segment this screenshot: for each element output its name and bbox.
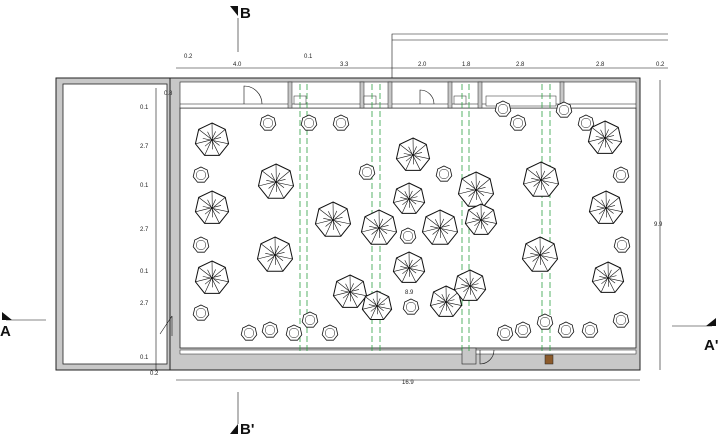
dimension-right: 9.9 [654, 80, 663, 370]
dim-left-3: 2.7 [140, 144, 149, 150]
round-table [421, 209, 459, 245]
round-table [256, 236, 294, 272]
center-label: 8.9 [405, 290, 414, 296]
round-table [194, 190, 230, 224]
stool [555, 101, 573, 118]
round-table [588, 190, 624, 224]
dim-left-6: 0.1 [140, 269, 149, 275]
stool [261, 321, 279, 338]
stool [240, 324, 258, 341]
dim-left-4: 0.1 [140, 183, 149, 189]
stool [192, 166, 210, 183]
dim-left-1: 0.8 [164, 91, 173, 97]
dim-left-5: 2.7 [140, 227, 149, 233]
dim-left-8: 0.1 [140, 355, 149, 361]
dimension-chain-left: 0.8 0.1 2.7 0.1 2.7 0.1 2.7 0.1 0.2 [140, 88, 173, 377]
section-marker-a-right: A' [672, 318, 718, 354]
dim-top-7: 2.8 [516, 62, 525, 68]
stool [358, 163, 376, 180]
door-swings [159, 85, 495, 365]
stool [402, 298, 420, 315]
stool [321, 324, 339, 341]
stool [300, 114, 318, 131]
dim-left-7: 2.7 [140, 301, 149, 307]
stool [613, 236, 631, 253]
annex-room [55, 77, 173, 371]
round-table [464, 203, 498, 235]
stool [399, 227, 417, 244]
stool [285, 324, 303, 341]
round-table [257, 163, 295, 199]
dim-top-3: 0.1 [304, 54, 313, 60]
dim-top-9: 0.2 [656, 62, 665, 68]
dimension-bottom: 16.9 [176, 379, 640, 386]
stool [581, 321, 599, 338]
stool [192, 304, 210, 321]
round-table [314, 201, 352, 237]
stool [536, 313, 554, 330]
dim-top-2: 4.0 [233, 62, 242, 68]
stool [612, 311, 630, 328]
round-table [521, 236, 559, 272]
stool [514, 321, 532, 338]
dim-top-6: 1.8 [462, 62, 471, 68]
svg-text:B: B [240, 5, 251, 22]
stool [259, 114, 277, 131]
round-table [194, 122, 230, 156]
round-table [429, 285, 463, 317]
stool [494, 100, 512, 117]
svg-text:A': A' [704, 337, 718, 354]
dim-left-9: 0.2 [150, 371, 159, 377]
dim-top-4: 3.3 [340, 62, 349, 68]
round-table [591, 261, 625, 293]
round-table [587, 120, 623, 154]
dim-left-2: 0.1 [140, 105, 149, 111]
svg-text:B': B' [240, 421, 254, 438]
round-table [457, 171, 495, 207]
dim-right: 9.9 [654, 222, 663, 228]
dim-top-5: 2.0 [418, 62, 427, 68]
section-marker-b-top: B [230, 5, 251, 52]
round-table [453, 269, 487, 301]
round-table [522, 161, 560, 197]
stool [577, 114, 595, 131]
dimension-chain-top: 0.2 4.0 0.1 3.3 2.0 1.8 2.8 2.8 0.2 [176, 54, 668, 69]
round-table [392, 251, 426, 283]
section-marker-b-bottom: B' [230, 392, 254, 438]
stool [509, 114, 527, 131]
round-table [332, 274, 368, 308]
stool [192, 236, 210, 253]
dim-top-8: 2.8 [596, 62, 605, 68]
round-table [360, 209, 398, 245]
dim-bottom: 16.9 [402, 380, 414, 386]
tables-layer [194, 120, 625, 321]
dim-top-1: 0.2 [184, 54, 193, 60]
stool [332, 114, 350, 131]
stools-layer [192, 100, 631, 341]
round-table [392, 182, 426, 214]
svg-text:A: A [0, 323, 11, 340]
stool [557, 321, 575, 338]
round-table [361, 290, 393, 321]
round-table [194, 260, 230, 294]
stool [612, 166, 630, 183]
stool [301, 311, 319, 328]
section-marker-a-left: A [0, 312, 46, 340]
round-table [395, 137, 431, 171]
stool [435, 165, 453, 182]
stool [496, 324, 514, 341]
